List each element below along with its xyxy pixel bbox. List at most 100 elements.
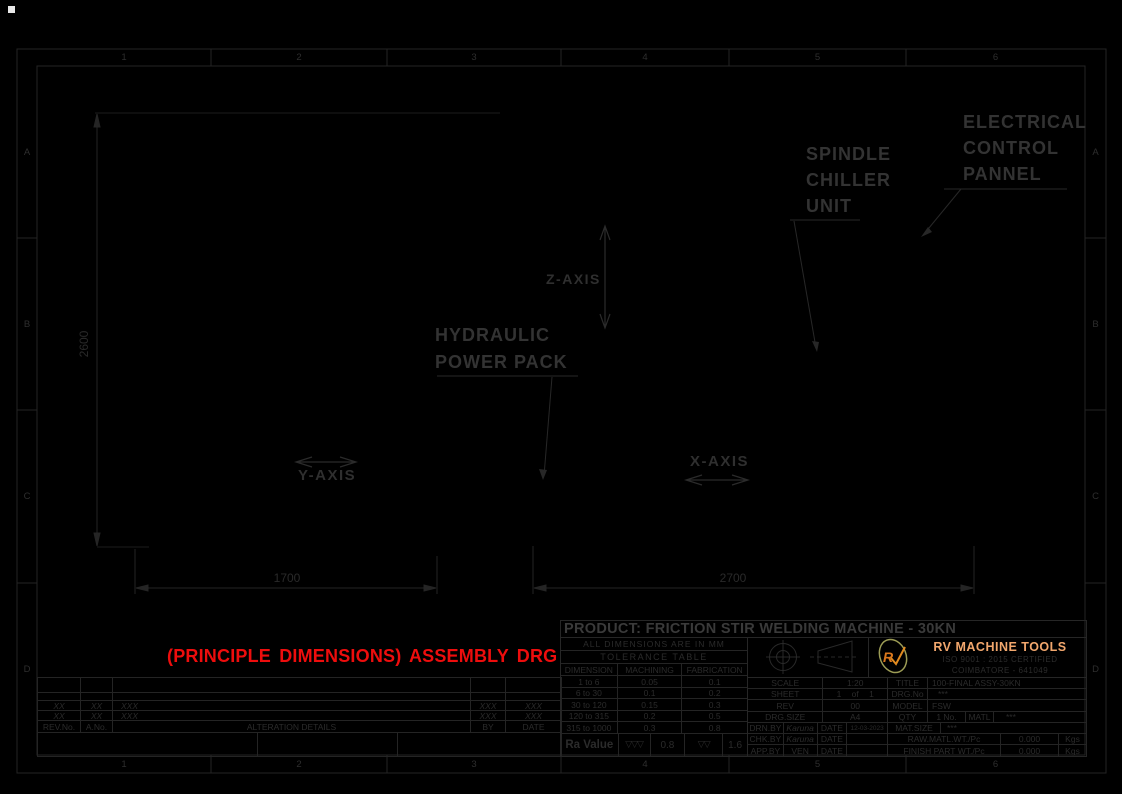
drg-size-label: DRG.SIZE (748, 712, 824, 722)
alteration-ano: XX (81, 711, 113, 720)
info-table: SCALE 1:20 SHEET 1 of 1 REV 00 DRG.SIZE … (748, 678, 888, 756)
title-label: TITLE (888, 678, 928, 688)
signoff-name: Karuna (784, 734, 818, 744)
drawing-caption: (PRINCIPLE DIMENSIONS) ASSEMBLY DRG (167, 646, 558, 666)
dimension-1700 (134, 549, 438, 594)
zone-bottom-1: 1 (121, 758, 127, 770)
scale-label: SCALE (748, 678, 824, 688)
alteration-empty-row (38, 693, 561, 701)
title-block: PRODUCT: FRICTION STIR WELDING MACHINE -… (560, 620, 1087, 757)
alteration-header-row: REV.No. A.No. ALTERATION DETAILS BY DATE (38, 721, 561, 733)
finish-weight-value: 0.000 (1001, 745, 1059, 756)
scale-value: 1:20 (846, 678, 864, 688)
zone-right-d: D (1092, 663, 1099, 675)
machine-outline-faint (95, 112, 500, 548)
alteration-table: XX XX XXX XXX XXX XX XX XXX XXX XXX REV.… (37, 677, 562, 757)
rev-value: 00 (850, 700, 860, 711)
zone-left-d: D (23, 663, 31, 675)
company-logo-icon: R (878, 638, 908, 674)
label-line: CONTROL (963, 138, 1059, 158)
dim-base-1700: 1700 (273, 571, 301, 585)
raw-weight-unit: Kgs (1065, 734, 1080, 744)
tolerance-row: 120 to 315 0.2 0.5 (561, 711, 747, 722)
zone-right-b: B (1092, 318, 1099, 330)
projection-symbol-cell (748, 638, 869, 678)
label-line: PANNEL (963, 164, 1042, 184)
tol-mach: 0.15 (618, 699, 683, 710)
drg-no-row: DRG.No *** (888, 689, 1086, 700)
alteration-empty-row (38, 678, 561, 693)
alteration-footer-row (38, 733, 561, 756)
zone-bottom-3: 3 (471, 758, 477, 770)
signoff-role: CHK.BY (748, 734, 784, 744)
sheet-value: 1 of 1 (836, 689, 874, 699)
ra-fabrication-value: 1.6 (728, 739, 743, 751)
zone-top-6: 6 (992, 52, 999, 63)
z-axis-arrow (599, 224, 611, 330)
alteration-row: XX XX XXX XXX XXX (38, 711, 561, 721)
dimension-2600 (93, 113, 101, 547)
rev-label: REV (748, 700, 824, 711)
dim-height-2600: 2600 (77, 330, 91, 358)
alteration-details: XXX (113, 701, 471, 710)
tol-dim: 120 to 315 (561, 711, 618, 721)
x-axis-arrow (683, 474, 751, 486)
tol-dim: 315 to 1000 (561, 722, 618, 733)
ra-fabrication-symbol-icon: ▽▽ (685, 734, 724, 756)
tol-mach: 0.3 (618, 722, 683, 733)
signoff-date (847, 734, 887, 744)
sheet-label: SHEET (748, 689, 824, 699)
drg-no-value: *** (938, 689, 948, 699)
zone-right-c: C (1092, 491, 1099, 502)
ra-machining-value: 0.8 (651, 734, 686, 756)
label-spindle-chiller-unit: SPINDLE CHILLER UNIT (806, 141, 891, 219)
zone-left-c: C (23, 491, 31, 502)
tolerance-row: 315 to 1000 0.3 0.8 (561, 722, 747, 734)
sheet-row: SHEET 1 of 1 (748, 689, 887, 700)
tol-dim: 1 to 6 (561, 676, 618, 687)
signoff-name: VEN (784, 745, 818, 756)
label-line: HYDRAULIC (435, 325, 550, 345)
tolerance-row: 30 to 120 0.15 0.3 (561, 699, 747, 711)
product-row: PRODUCT: FRICTION STIR WELDING MACHINE -… (561, 621, 1086, 638)
finish-weight-row: FINISH PART WT./Pc 0.000 Kgs (888, 745, 1086, 756)
signoff-date-label: DATE (818, 745, 848, 756)
finish-weight-label: FINISH PART WT./Pc (888, 745, 1001, 756)
qty-label: QTY (888, 712, 928, 722)
alteration-header-rev: REV.No. (38, 721, 81, 732)
company-city: COIMBATORE - 641049 (951, 665, 1049, 675)
chk-by-row: CHK.BY Karuna DATE (748, 734, 887, 745)
ra-value-row: Ra Value ▽▽▽ 0.8 ▽▽ 1.6 (561, 734, 747, 756)
app-by-row: APP.BY VEN DATE (748, 745, 887, 756)
mat-size-label: MAT.SIZE (888, 723, 941, 733)
mat-size-row: MAT.SIZE *** (888, 723, 1086, 734)
label-x-axis: X-AXIS (690, 453, 750, 470)
label-line: SPINDLE (806, 144, 892, 164)
alteration-header-by: BY (471, 721, 506, 732)
model-label: MODEL (888, 700, 928, 711)
alteration-rev: XX (38, 701, 81, 710)
signoff-date (847, 745, 887, 756)
label-line: CHILLER (806, 170, 891, 190)
zone-bottom-5: 5 (814, 758, 821, 770)
signoff-role: DRN.BY (748, 723, 784, 733)
zone-top-2: 2 (296, 52, 302, 63)
raw-weight-row: RAW.MATL.WT./Pc 0.000 Kgs (888, 734, 1086, 745)
company-name: RV MACHINE TOOLS (933, 640, 1067, 654)
alteration-details: XXX (113, 711, 471, 720)
alteration-row: XX XX XXX XXX XXX (38, 701, 561, 711)
tolerance-row: 6 to 30 0.1 0.2 (561, 688, 747, 699)
label-electrical-control-pannel: ELECTRICAL CONTROL PANNEL (963, 109, 1087, 187)
zone-top-1: 1 (121, 52, 127, 63)
tol-dim: 6 to 30 (561, 688, 618, 698)
qty-row: QTY 1 No. MATL *** (888, 712, 1086, 723)
ra-label: Ra Value (561, 734, 619, 756)
qty-value: 1 No. (928, 712, 966, 722)
tolerance-header: FABRICATION (686, 664, 743, 675)
meta-table: TITLE 100-FINAL ASSY-30KN DRG.No *** MOD… (888, 678, 1086, 756)
ra-machining-symbol-icon: ▽▽▽ (619, 734, 651, 756)
leader-lines (437, 188, 1067, 480)
matl-value: *** (1006, 712, 1016, 722)
tol-dim: 30 to 120 (561, 699, 618, 710)
finish-weight-unit: Kgs (1065, 745, 1080, 756)
